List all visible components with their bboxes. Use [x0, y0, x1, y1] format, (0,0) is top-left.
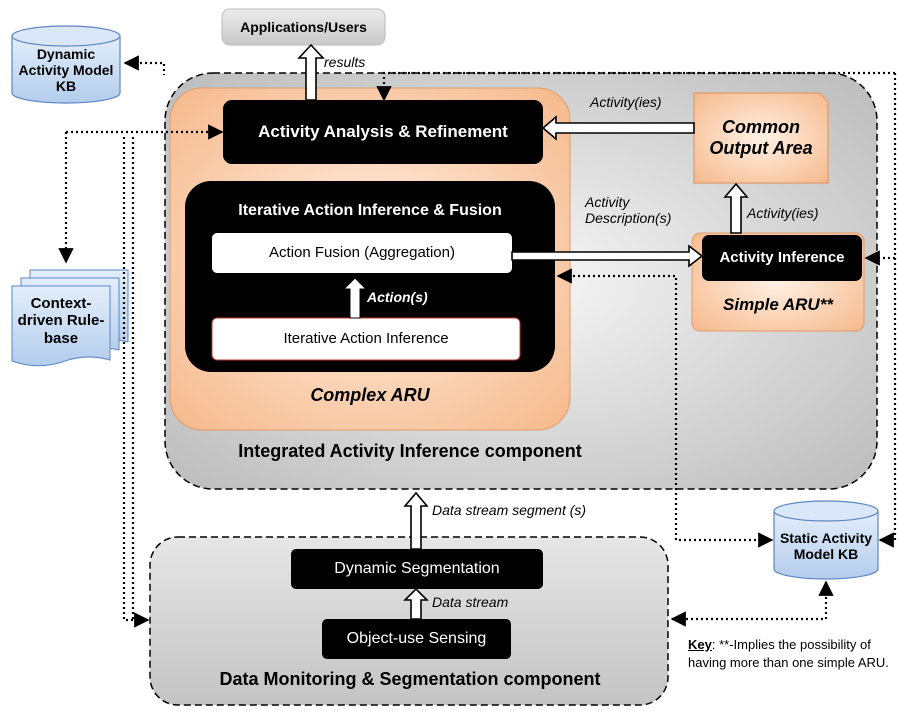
complex-aru-label: Complex ARU	[310, 384, 430, 405]
activity-analysis-label: Activity Analysis & Refinement	[258, 122, 508, 142]
dynamic-kb-link	[123, 55, 166, 75]
dynamic-kb-label: Dynamic Activity Model KB	[18, 45, 114, 95]
activity-ies-top-label: Activity(ies)	[590, 93, 662, 110]
results-label: results	[324, 53, 366, 70]
common-output-shape	[693, 92, 829, 184]
activity-description-label: Activity Description(s)	[585, 193, 672, 226]
iterative-action-inference-box	[211, 317, 521, 361]
data-stream-label: Data stream	[432, 593, 509, 610]
action-fusion-box	[212, 233, 512, 273]
integrated-component-label: Integrated Activity Inference component	[238, 440, 582, 461]
static-kb-cylinder	[773, 500, 879, 580]
segment-to-integrated-arrow	[403, 491, 429, 550]
common-output-label: Common Output Area	[709, 117, 813, 158]
simple-aru-label: Simple ARU**	[723, 295, 833, 315]
left-bus-to-monitoring	[122, 137, 150, 628]
dynamic-segmentation-box	[291, 549, 543, 589]
actions-arrow	[342, 277, 368, 319]
iterative-fusion-title: Iterative Action Inference & Fusion	[238, 201, 502, 219]
data-stream-segment-label: Data stream segment (s)	[432, 501, 587, 518]
object-use-sensing-label: Object-use Sensing	[346, 629, 487, 647]
iterative-action-inference-label: Iterative Action Inference	[283, 330, 449, 348]
sensing-to-segmentation-arrow	[403, 587, 429, 620]
static-kb-to-monitoring-link	[670, 580, 834, 627]
key-text: : **-Implies the possibility of having m…	[688, 637, 889, 670]
fusion-to-static-kb-link	[556, 268, 774, 548]
static-kb-label: Static Activity Model KB	[779, 529, 873, 562]
top-feedback-link	[376, 71, 895, 102]
dynamic-segmentation-label: Dynamic Segmentation	[334, 559, 500, 577]
context-rulebase-stack	[11, 269, 129, 367]
context-rulebase-label: Context-driven Rule-base	[17, 295, 105, 347]
activity-inference-label: Activity Inference	[719, 249, 845, 267]
right-edge-link	[878, 73, 897, 548]
activity-ies-right-label: Activity(ies)	[747, 204, 819, 221]
data-monitoring-label: Data Monitoring & Segmentation component	[219, 668, 601, 689]
fusion-to-activity-inference-arrow	[511, 244, 704, 268]
activity-analysis-box	[223, 100, 543, 164]
dynamic-kb-cylinder	[11, 25, 121, 104]
results-arrow	[297, 43, 325, 101]
applications-users-label: Applications/Users	[240, 18, 367, 35]
applications-users-box	[221, 8, 386, 46]
key-note: Key: **-Implies the possibility of havin…	[688, 636, 893, 671]
action-fusion-label: Action Fusion (Aggregation)	[269, 244, 455, 262]
common-output-to-analysis-arrow	[541, 115, 695, 141]
object-use-sensing-box	[322, 619, 511, 659]
inference-to-output-arrow	[723, 182, 749, 234]
key-label: Key	[688, 637, 712, 652]
actions-label: Action(s)	[367, 288, 428, 305]
